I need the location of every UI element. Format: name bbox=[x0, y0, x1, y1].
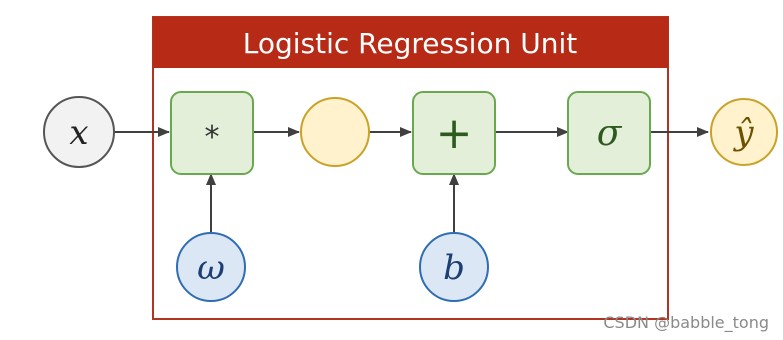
intermediate-node bbox=[300, 97, 370, 167]
output-y-hat-node: ŷ bbox=[710, 98, 778, 166]
multiply-node: * bbox=[170, 91, 254, 175]
output-y-hat-label: ŷ bbox=[732, 113, 754, 153]
input-x-label: x bbox=[69, 113, 88, 153]
multiply-label: * bbox=[205, 120, 220, 155]
bias-b-label: b bbox=[443, 248, 465, 288]
sigmoid-label: σ bbox=[597, 113, 623, 154]
unit-title-bar bbox=[153, 17, 668, 68]
weight-omega-node: ω bbox=[176, 232, 246, 302]
weight-omega-label: ω bbox=[197, 248, 225, 288]
input-x-node: x bbox=[43, 96, 115, 168]
sigmoid-node: σ bbox=[567, 91, 651, 175]
bias-b-node: b bbox=[419, 232, 489, 302]
add-node: + bbox=[412, 91, 496, 175]
add-label: + bbox=[436, 108, 473, 159]
watermark-text: CSDN @babble_tong bbox=[603, 313, 769, 332]
unit-title: Logistic Regression Unit bbox=[243, 27, 578, 60]
